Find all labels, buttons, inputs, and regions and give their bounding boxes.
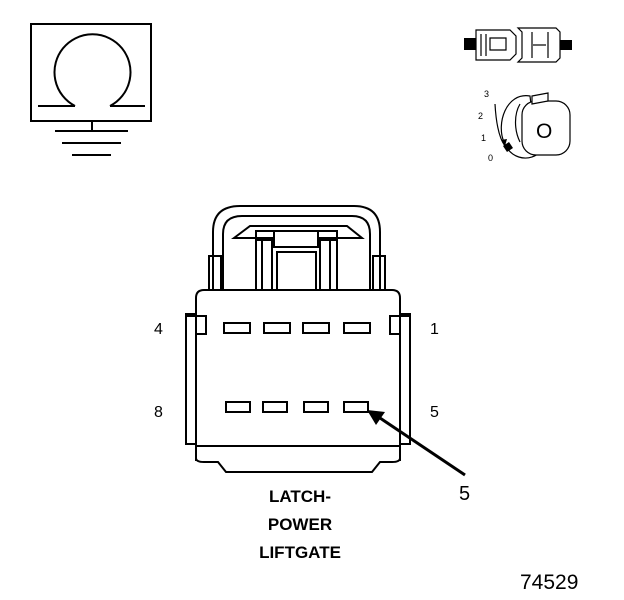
callout-number: 5	[459, 483, 470, 505]
pin-label-1: 1	[430, 321, 439, 338]
key-position-3: 3	[484, 89, 489, 99]
pin-label-5: 5	[430, 404, 439, 421]
pin-label-8: 8	[154, 404, 163, 421]
cavity-6	[303, 401, 329, 413]
key-position-1: 1	[481, 133, 486, 143]
key-position-0: 0	[488, 153, 493, 163]
cavity-5	[343, 401, 369, 413]
pin-label-4: 4	[154, 321, 163, 338]
ignition-key-icon	[494, 92, 571, 159]
connector-caption-line-1: LATCH-	[269, 487, 331, 506]
cavity-4	[223, 322, 251, 334]
key-position-2: 2	[478, 111, 483, 121]
ground-symbol-icon	[30, 23, 152, 156]
key-glyph: O	[536, 120, 552, 143]
cavity-3	[263, 322, 291, 334]
cavity-7	[262, 401, 288, 413]
figure-number: 74529	[520, 571, 578, 594]
cavity-1	[343, 322, 371, 334]
connector-caption-line-2: POWER	[268, 515, 332, 534]
connector-caption-line-3: LIFTGATE	[259, 543, 341, 562]
connector-face-view	[185, 205, 411, 473]
cavity-8	[225, 401, 251, 413]
cavity-2	[302, 322, 330, 334]
connector-side-view-icon	[464, 27, 572, 63]
callout-arrow	[367, 410, 466, 477]
